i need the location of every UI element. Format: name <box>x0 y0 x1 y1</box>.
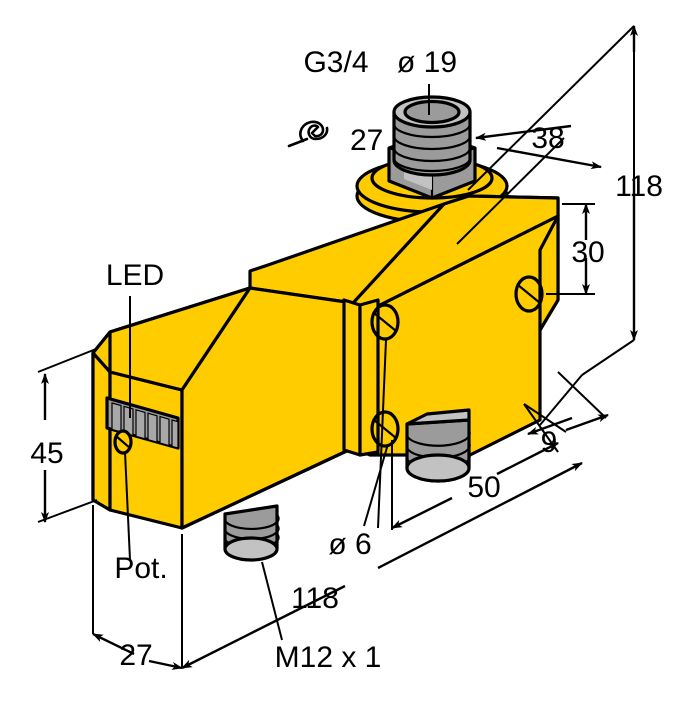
potentiometer-screw[interactable] <box>113 429 133 455</box>
ext-118-bottom <box>581 339 635 376</box>
led-segment-6 <box>171 419 179 449</box>
label-thread-g34: G3/4 <box>303 46 368 79</box>
label-m12-connector: M12 x 1 <box>275 641 382 674</box>
dim-9: 9 <box>541 426 558 459</box>
dimline-27-right <box>148 659 183 670</box>
led-indicator-window <box>105 396 180 450</box>
dimline-118-bottom-left <box>181 584 346 670</box>
label-bore-6: ø 6 <box>328 528 371 561</box>
wrench-icon <box>287 120 329 148</box>
dim-38: 38 <box>531 122 564 155</box>
bore-opening-19mm <box>403 99 461 125</box>
mounting-hole-far-axis <box>516 283 542 305</box>
ext-45-top <box>37 348 97 373</box>
m12-rear-thread-1 <box>405 429 471 447</box>
ext-9-left <box>523 403 567 433</box>
m12-rear-top-face <box>405 408 471 426</box>
mounting-hole-lower-near <box>370 410 400 448</box>
dim-118-bottom: 118 <box>291 582 339 615</box>
mounting-hole-upper-near <box>370 303 400 341</box>
dimline-38-right <box>496 146 602 170</box>
housing-right-chamfer <box>538 214 560 332</box>
sensor-body-group <box>91 95 560 562</box>
thread-ring-2 <box>392 134 472 151</box>
mounting-rib-left <box>342 298 362 457</box>
dim-45: 45 <box>30 437 63 470</box>
ext-118-bottom-right <box>539 374 583 426</box>
dimline-118-bottom-right <box>377 461 583 570</box>
pot-screw-slot <box>114 434 132 450</box>
mounting-hole-far <box>514 275 544 313</box>
dimline-27-left <box>92 632 135 656</box>
m12-rear-end-face <box>405 453 471 483</box>
leader-m12 <box>261 561 283 641</box>
thread-ring-1 <box>392 122 472 139</box>
annotations-group: G3/4 ø 19 27 38 118 30 LED Pot. <box>30 25 663 674</box>
m12-front-end-face <box>223 536 279 562</box>
thread-ring-4 <box>392 156 472 173</box>
dim-27: 27 <box>119 639 152 672</box>
dim-50: 50 <box>467 471 500 504</box>
mounting-rib-right <box>358 298 380 457</box>
led-segment-5 <box>159 415 170 447</box>
dim-118-right: 118 <box>615 170 663 203</box>
leader-bore6-upper <box>377 339 387 529</box>
ext-38-lower-ref <box>456 137 565 245</box>
dimline-50-left <box>391 496 453 530</box>
label-led: LED <box>106 259 164 292</box>
m12-front-thread-1 <box>224 513 280 531</box>
led-segment-1 <box>111 402 122 433</box>
dimline-50-right <box>496 441 559 476</box>
housing-left-edge-strip <box>91 351 112 512</box>
thread-ring-3 <box>392 146 472 163</box>
label-bore-19: ø 19 <box>397 46 457 79</box>
mounting-hole-upper-near-axis <box>372 311 398 333</box>
dimline-9-outer <box>565 413 609 432</box>
leader-pot <box>124 451 131 561</box>
mounting-holes-group <box>370 275 544 448</box>
dimline-9-inner <box>527 416 573 436</box>
leader-bore6-lower <box>363 443 389 527</box>
m12-connector-rear <box>405 408 471 483</box>
label-wrench-size: 27 <box>350 124 383 157</box>
label-pot: Pot. <box>114 552 167 585</box>
ext-9-right <box>557 371 607 419</box>
led-segment-4 <box>147 412 158 443</box>
ext-38-upper <box>467 25 635 191</box>
m12-connector-front <box>223 504 280 562</box>
dim-30: 30 <box>571 236 604 269</box>
led-segment-3 <box>135 409 146 440</box>
dimline-38-left <box>475 124 572 141</box>
mounting-hole-lower-near-axis <box>372 418 398 440</box>
